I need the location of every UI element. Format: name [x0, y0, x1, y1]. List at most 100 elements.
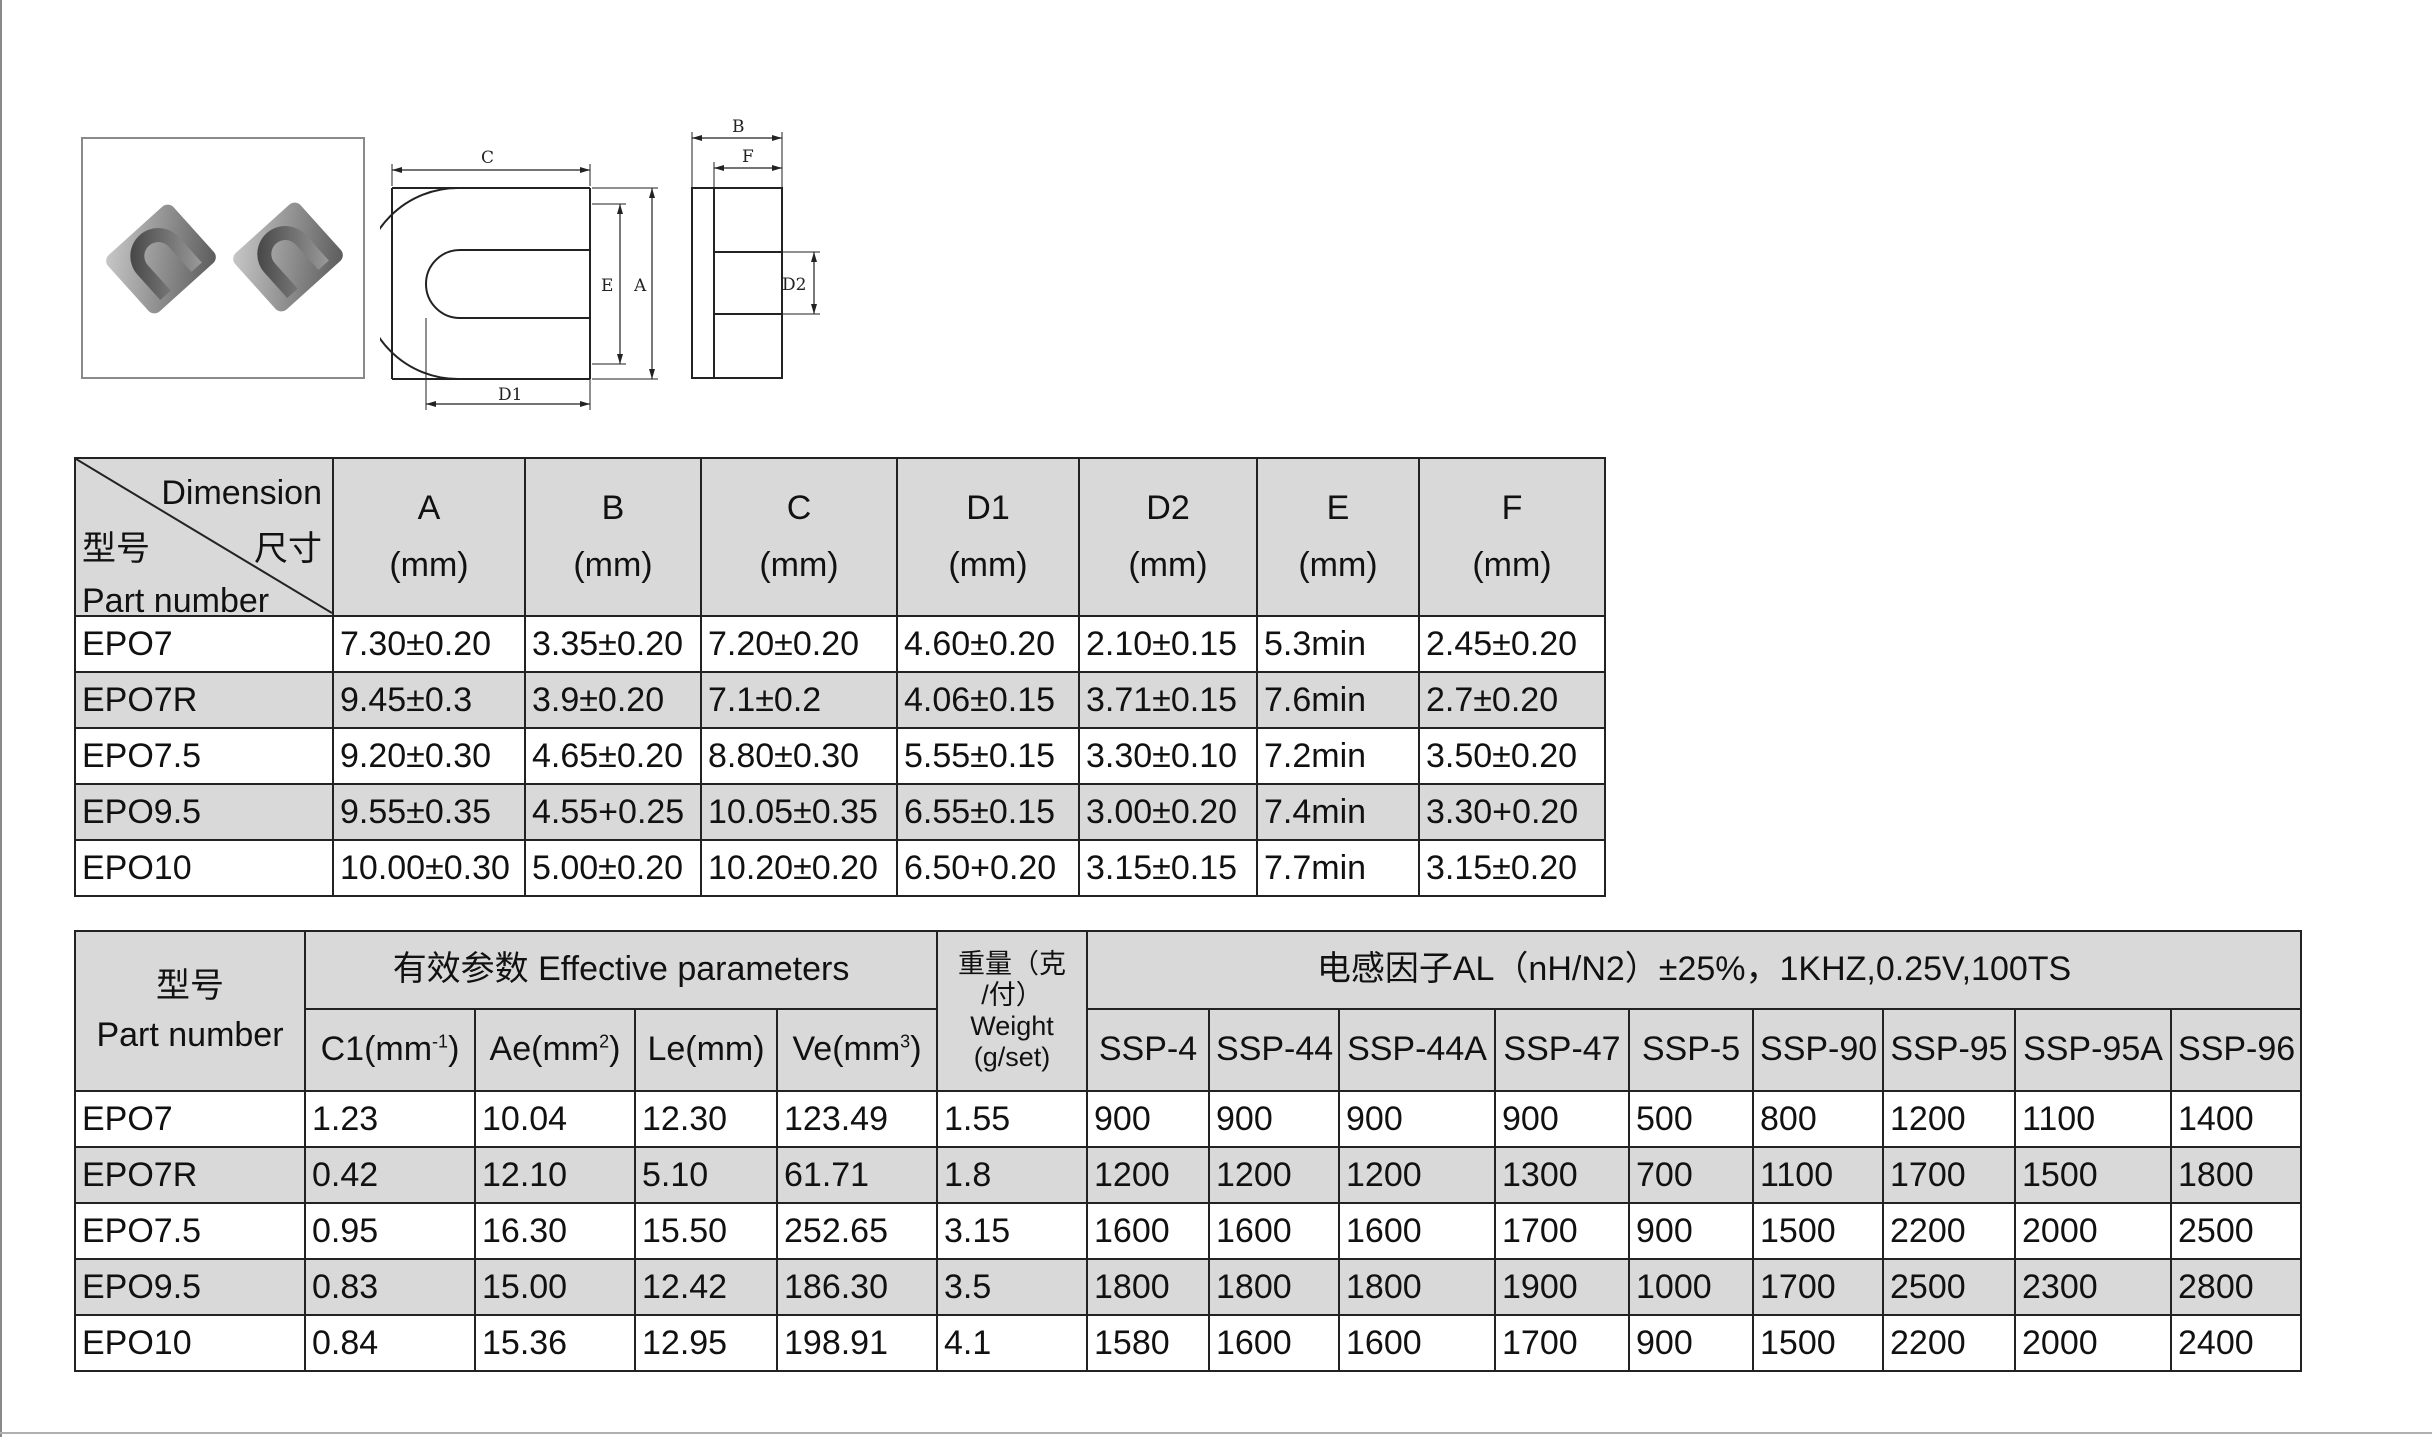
- dimension-part-number-cell: EPO7: [74, 615, 334, 673]
- dimension-value-cell: 3.35±0.20: [524, 615, 702, 673]
- al-header: 电感因子AL（nH/N2）±25%，1KHZ,0.25V,100TS: [1086, 930, 2303, 1010]
- param-value-cell: 186.30: [775, 1258, 939, 1316]
- param-value-cell: 900: [1494, 1090, 1631, 1148]
- al-col-ssp-90: SSP-90: [1752, 1008, 1885, 1092]
- param-value-cell: 2200: [1882, 1202, 2017, 1260]
- le-header: Le(mm): [634, 1008, 778, 1092]
- al-col-ssp-44: SSP-44: [1208, 1008, 1341, 1092]
- parameter-table: 型号 Part number 有效参数 Effective parameters…: [74, 930, 2303, 1372]
- dimension-value-cell: 10.00±0.30: [332, 839, 526, 897]
- label-c: C: [481, 148, 494, 168]
- param-value-cell: 4.1: [936, 1314, 1089, 1372]
- param-value-cell: 1800: [1208, 1258, 1341, 1316]
- param-part-number-cell: EPO9.5: [74, 1258, 306, 1316]
- dimension-value-cell: 7.6min: [1256, 671, 1420, 729]
- param-value-cell: 15.36: [474, 1314, 636, 1372]
- dimension-value-cell: 3.15±0.15: [1078, 839, 1258, 897]
- dimension-value-cell: 9.20±0.30: [332, 727, 526, 785]
- dimension-value-cell: 4.55+0.25: [524, 783, 702, 841]
- dimension-value-cell: 5.00±0.20: [524, 839, 702, 897]
- col-header-d1: D1(mm): [896, 457, 1080, 617]
- dimension-value-cell: 8.80±0.30: [700, 727, 898, 785]
- weight-header-unit: (g/set): [973, 1042, 1051, 1073]
- dimension-value-cell: 2.45±0.20: [1418, 615, 1606, 673]
- label-d2: D2: [782, 275, 806, 295]
- effective-params-header: 有效参数 Effective parameters: [303, 930, 939, 1010]
- dimension-value-cell: 4.65±0.20: [524, 727, 702, 785]
- dimension-value-cell: 7.20±0.20: [700, 615, 898, 673]
- dimension-value-cell: 9.45±0.3: [332, 671, 526, 729]
- param-value-cell: 15.50: [634, 1202, 778, 1260]
- part-header-en: Part number: [96, 1016, 284, 1054]
- param-value-cell: 1200: [1086, 1146, 1211, 1204]
- param-value-cell: 900: [1086, 1090, 1211, 1148]
- param-header-row-2: C1(mm-1) Ae(mm2) Le(mm) Ve(mm3) SSP-4 SS…: [75, 1008, 2303, 1092]
- param-value-cell: 10.04: [474, 1090, 636, 1148]
- param-value-cell: 61.71: [775, 1146, 939, 1204]
- param-value-cell: 15.00: [474, 1258, 636, 1316]
- param-value-cell: 1.8: [936, 1146, 1089, 1204]
- param-value-cell: 900: [1208, 1090, 1341, 1148]
- param-value-cell: 700: [1628, 1146, 1755, 1204]
- col-header-c: C(mm): [700, 457, 898, 617]
- label-a: A: [633, 276, 647, 296]
- param-value-cell: 5.10: [634, 1146, 778, 1204]
- corner-dimension: Dimension: [161, 474, 322, 512]
- dimension-value-cell: 3.50±0.20: [1418, 727, 1606, 785]
- corner-header: Dimension 型号 尺寸 Part number: [74, 457, 334, 617]
- param-value-cell: 1400: [2170, 1090, 2303, 1148]
- dimension-value-cell: 3.15±0.20: [1418, 839, 1606, 897]
- param-part-number-cell: EPO7.5: [74, 1202, 306, 1260]
- param-value-cell: 2400: [2170, 1314, 2303, 1372]
- side-view-drawing: B F D2: [691, 117, 820, 379]
- dimension-value-cell: 10.20±0.20: [700, 839, 898, 897]
- param-value-cell: 1600: [1208, 1314, 1341, 1372]
- param-value-cell: 1600: [1338, 1202, 1497, 1260]
- param-value-cell: 1500: [2014, 1146, 2173, 1204]
- dimension-value-cell: 3.00±0.20: [1078, 783, 1258, 841]
- dimension-value-cell: 10.05±0.35: [700, 783, 898, 841]
- core-photo-graphic: [106, 202, 343, 314]
- param-value-cell: 2000: [2014, 1314, 2173, 1372]
- diagonal-line: [77, 460, 331, 614]
- corner-part-number: Part number: [82, 582, 270, 616]
- dimension-value-cell: 5.55±0.15: [896, 727, 1080, 785]
- core-right: [233, 202, 343, 312]
- col-header-d2: D2(mm): [1078, 457, 1258, 617]
- weight-header-cn-1: 重量（克: [958, 948, 1067, 979]
- al-col-ssp-95: SSP-95: [1882, 1008, 2017, 1092]
- param-value-cell: 1200: [1338, 1146, 1497, 1204]
- label-f: F: [742, 147, 754, 167]
- dimension-value-cell: 4.06±0.15: [896, 671, 1080, 729]
- param-value-cell: 1100: [1752, 1146, 1885, 1204]
- param-value-cell: 12.42: [634, 1258, 778, 1316]
- col-header-a: A(mm): [332, 457, 526, 617]
- param-value-cell: 2000: [2014, 1202, 2173, 1260]
- param-value-cell: 1600: [1338, 1314, 1497, 1372]
- dimension-value-cell: 2.7±0.20: [1418, 671, 1606, 729]
- param-value-cell: 2300: [2014, 1258, 2173, 1316]
- dimension-value-cell: 7.2min: [1256, 727, 1420, 785]
- dimension-value-cell: 4.60±0.20: [896, 615, 1080, 673]
- param-part-number-cell: EPO7R: [74, 1146, 306, 1204]
- dimension-value-cell: 6.50+0.20: [896, 839, 1080, 897]
- param-header-row-1: 型号 Part number 有效参数 Effective parameters…: [74, 930, 2303, 1092]
- dimension-value-cell: 7.7min: [1256, 839, 1420, 897]
- weight-header: 重量（克 /付） Weight (g/set): [936, 930, 1089, 1092]
- param-value-cell: 0.95: [304, 1202, 476, 1260]
- param-value-cell: 1.23: [304, 1090, 476, 1148]
- col-header-f: F(mm): [1418, 457, 1606, 617]
- param-value-cell: 1600: [1208, 1202, 1341, 1260]
- param-value-cell: 900: [1338, 1090, 1497, 1148]
- param-value-cell: 900: [1628, 1314, 1755, 1372]
- weight-header-en: Weight: [970, 1011, 1054, 1041]
- param-value-cell: 1500: [1752, 1314, 1885, 1372]
- dimension-value-cell: 3.30±0.10: [1078, 727, 1258, 785]
